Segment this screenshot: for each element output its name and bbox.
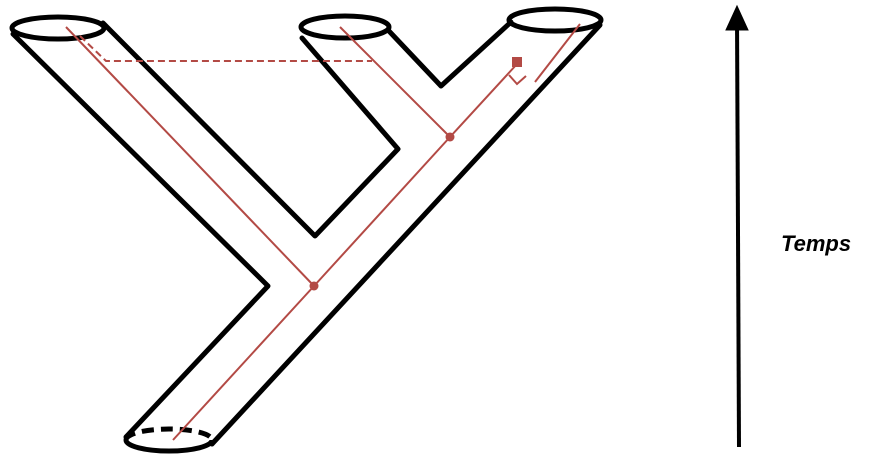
vertex-square-marker — [512, 57, 522, 67]
tube-left-inner-edge — [103, 23, 398, 236]
worldline-middle-branch — [340, 27, 450, 137]
right-angle-mark — [509, 75, 526, 84]
boundary-circle-right — [509, 9, 601, 31]
vertex-upper — [446, 133, 455, 142]
tube-middle-inner-edge — [388, 22, 511, 86]
time-arrow-shaft — [737, 18, 739, 447]
worldline-left-branch — [66, 27, 314, 286]
vertex-lower — [310, 282, 319, 291]
dashed-connection — [80, 36, 372, 61]
boundary-circle-bottom-front — [126, 440, 212, 451]
boundary-circle-bottom-back — [126, 429, 212, 440]
boundary-circle-left — [12, 17, 104, 39]
tube-right-outer-edge — [212, 25, 600, 444]
time-axis-label: Temps — [781, 231, 851, 257]
worldlines — [66, 24, 580, 440]
time-arrow-head — [726, 6, 748, 30]
time-arrow — [726, 6, 748, 447]
tube-outline — [13, 22, 600, 444]
boundary-circle-middle — [301, 16, 389, 38]
